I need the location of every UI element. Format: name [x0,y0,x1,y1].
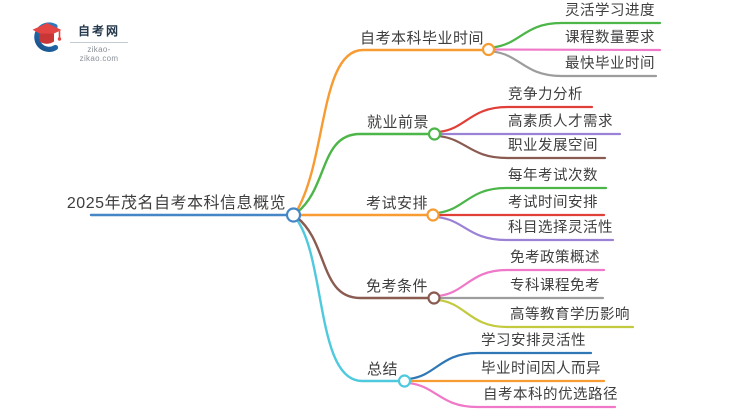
graduation-cap-icon [32,22,62,52]
child-label: 毕业时间因人而异 [481,361,601,378]
child-label: 自考本科的优选路径 [483,387,618,404]
child-connector [437,216,615,242]
child-connector [408,351,593,380]
site-logo: 自考网 zikao-zikao.com [30,20,128,63]
child-label: 灵活学习进度 [565,3,655,20]
mindmap-center-label: 2025年茂名自考本科信息概览 [66,195,286,213]
child-connector [492,21,662,49]
branch-circle [397,374,412,388]
branch-connector [295,132,430,214]
child-connector [492,50,658,78]
child-connector [408,382,617,409]
child-connector [438,268,606,297]
branch-circle [427,127,442,141]
child-label: 专科课程免考 [510,278,600,295]
logo-divider [70,42,128,43]
child-connector [438,105,594,133]
branch-circle [427,291,441,305]
branch-label: 总结 [366,360,398,378]
child-label: 竞争力分析 [508,87,583,104]
center-circle [285,207,302,223]
child-connector [437,186,608,214]
branch-connector [295,216,430,300]
branch-connector [295,48,484,212]
logo-text-block: 自考网 zikao-zikao.com [70,20,128,63]
child-label: 免考政策概述 [510,250,600,267]
child-label: 高等教育学历影响 [510,307,630,324]
child-label: 科目选择灵活性 [508,220,613,237]
child-label: 学习安排灵活性 [481,333,586,350]
child-connector [438,135,607,160]
child-connector [493,48,662,52]
child-label: 考试时间安排 [508,195,598,212]
child-label: 最快毕业时间 [565,56,655,73]
branch-label: 考试安排 [365,194,428,212]
branch-connector [294,217,400,383]
child-label: 高素质人才需求 [508,114,613,131]
branch-label: 免考条件 [365,277,428,295]
site-url: zikao-zikao.com [79,45,119,63]
child-label: 课程数量要求 [565,30,655,47]
branch-circle [481,42,496,57]
child-label: 每年考试次数 [508,168,598,185]
branch-circle [426,208,440,222]
branch-label: 就业前景 [366,113,429,131]
child-connector [438,299,635,329]
site-name: 自考网 [77,24,120,38]
branch-label: 自考本科毕业时间 [359,29,484,47]
child-label: 职业发展空间 [508,138,598,155]
